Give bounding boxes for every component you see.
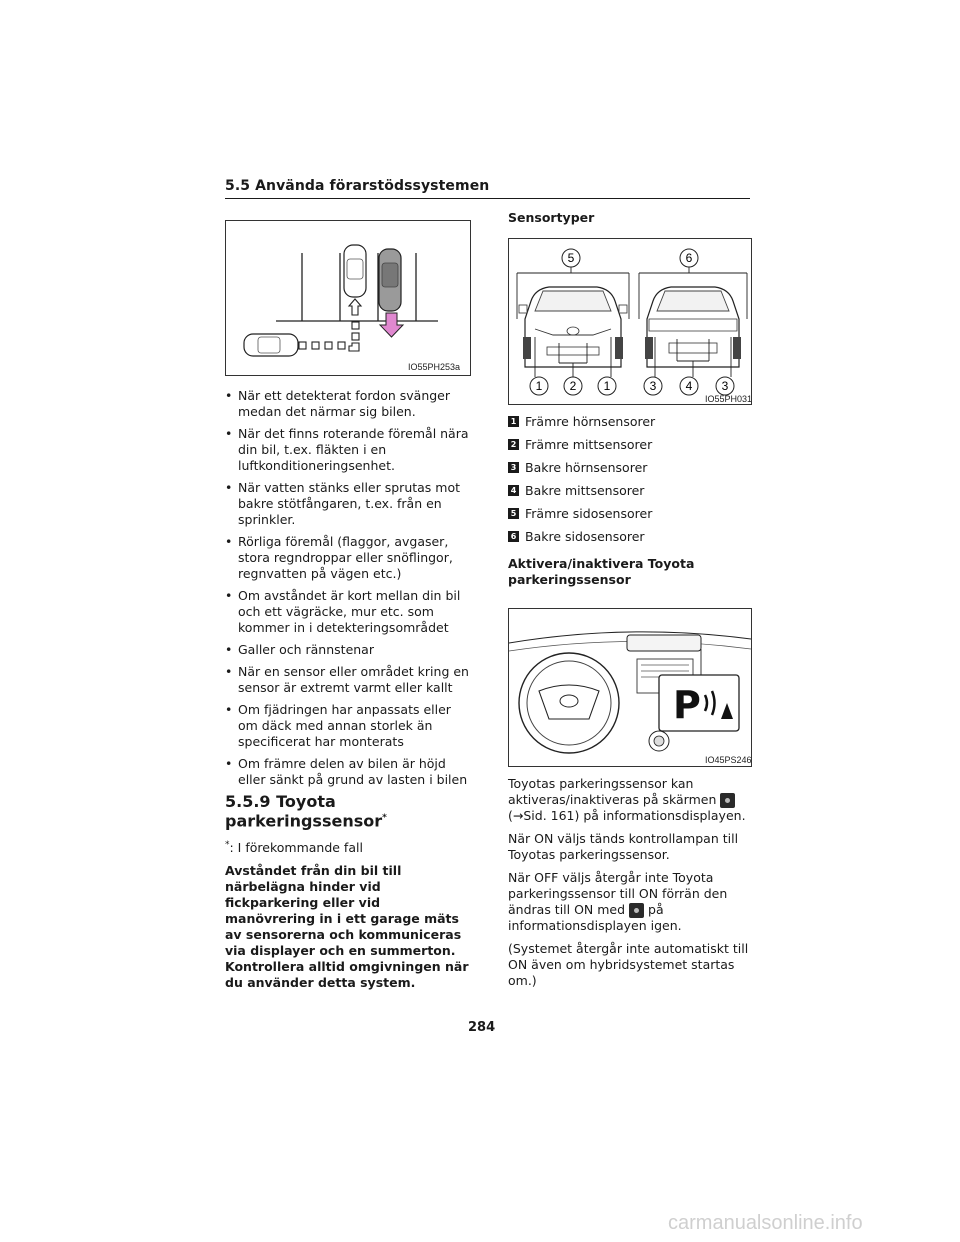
callout-label: 3 [650, 379, 657, 393]
number-badge: 2 [508, 439, 519, 450]
figure-code: IO55PH031 [705, 394, 752, 404]
list-item: Om avståndet är kort mellan din bil och … [225, 588, 469, 636]
parking-diagram [243, 244, 438, 357]
legend-item: 5 Främre sidosensorer [508, 502, 750, 525]
activate-paragraph-1: Toyotas parkeringssensor kan aktiveras/i… [508, 776, 750, 824]
sensor-legend: 1 Främre hörnsensorer 2 Främre mittsensore… [508, 410, 750, 548]
list-item: Galler och rännstenar [225, 642, 469, 658]
paragraph-text: på [648, 902, 664, 917]
section-heading: 5.5.9 Toyota parkeringssensor* [225, 792, 469, 831]
callout-label: 1 [604, 379, 611, 393]
activate-paragraph-3: När OFF väljs återgår inte Toyota parker… [508, 870, 750, 934]
activate-paragraph-2: När ON väljs tänds kontrollampan till To… [508, 831, 739, 862]
legend-label: Bakre mittsensorer [525, 483, 645, 498]
activate-text: Toyotas parkeringssensor kan aktiveras/i… [508, 776, 750, 996]
figure-code: IO45PS246 [705, 755, 752, 765]
settings-screen-icon [629, 903, 645, 918]
callout-label: 1 [536, 379, 543, 393]
svg-text:P: P [673, 683, 701, 727]
number-badge: 3 [508, 462, 519, 473]
section-header: 5.5 Använda förarstödssystemen [225, 178, 490, 194]
number-badge: 1 [508, 416, 519, 427]
activate-heading: Aktivera/inaktivera Toyota parkeringssen… [508, 556, 695, 587]
list-item: När en sensor eller området kring en sen… [225, 664, 469, 696]
number-badge: 6 [508, 531, 519, 542]
intro-paragraph: Avståndet från din bil till närbelägna h… [225, 863, 469, 991]
legend-item: 6 Bakre sidosensorer [508, 525, 750, 548]
parking-illustration: IO55PH253a [225, 220, 471, 376]
section-heading-text: 5.5.9 Toyota parkeringssensor [225, 792, 383, 831]
sensor-diagram: 5 6 1 2 1 3 4 3 [516, 248, 748, 396]
watermark: carmanualsonline.info [668, 1212, 863, 1234]
legend-label: Främre mittsensorer [525, 437, 653, 452]
list-item: När vatten stänks eller sprutas mot bakr… [225, 480, 469, 528]
number-badge: 4 [508, 485, 519, 496]
callout-label: 5 [568, 251, 575, 265]
left-column: När ett detekterat fordon svänger medan … [225, 388, 469, 998]
condition-list: När ett detekterat fordon svänger medan … [225, 388, 469, 788]
figure-code: IO55PH253a [408, 362, 461, 372]
callout-label: 3 [722, 379, 729, 393]
paragraph-text: Toyotas parkeringssensor kan aktiveras/i… [508, 776, 717, 807]
legend-item: 4 Bakre mittsensorer [508, 479, 750, 502]
sensor-types-heading: Sensortyper [508, 210, 595, 225]
legend-item: 2 Främre mittsensorer [508, 433, 750, 456]
list-item: Om främre delen av bilen är höjd eller s… [225, 756, 469, 788]
callout-label: 4 [686, 379, 693, 393]
activate-paragraph-4: (Systemet återgår inte automatiskt till … [508, 941, 749, 988]
callout-label: 2 [570, 379, 577, 393]
list-item: Rörliga föremål (flaggor, avgaser, stora… [225, 534, 469, 582]
dashboard-figure: P IO45PS246 [508, 608, 752, 767]
legend-label: Bakre hörnsensorer [525, 460, 648, 475]
header-divider [225, 198, 750, 199]
list-item: Om fjädringen har anpassats eller om däc… [225, 702, 469, 750]
legend-label: Främre sidosensorer [525, 506, 653, 521]
legend-label: Bakre sidosensorer [525, 529, 645, 544]
paragraph-text: När OFF väljs återgår inte Toyota parker… [508, 870, 728, 917]
legend-item: 1 Främre hörnsensorer [508, 410, 750, 433]
footnote-mark: * [225, 840, 230, 851]
footnote: *: I förekommande fall [225, 837, 469, 856]
number-badge: 5 [508, 508, 519, 519]
sensor-types-figure: 5 6 1 2 1 3 4 3 IO55PH031 [508, 238, 752, 405]
legend-label: Främre hörnsensorer [525, 414, 656, 429]
paragraph-text: (→Sid. 161) på informationsdisplayen. [508, 808, 746, 823]
paragraph-text: informationsdisplayen igen. [508, 918, 682, 933]
callout-label: 6 [686, 251, 693, 265]
list-item: När ett detekterat fordon svänger medan … [225, 388, 469, 420]
legend-item: 3 Bakre hörnsensorer [508, 456, 750, 479]
list-item: När det finns roterande föremål nära din… [225, 426, 469, 474]
footnote-text: : I förekommande fall [229, 840, 363, 856]
dashboard-diagram: P [509, 631, 751, 754]
page-number: 284 [468, 1020, 496, 1035]
asterisk-mark: * [382, 813, 387, 823]
settings-screen-icon [720, 793, 736, 808]
